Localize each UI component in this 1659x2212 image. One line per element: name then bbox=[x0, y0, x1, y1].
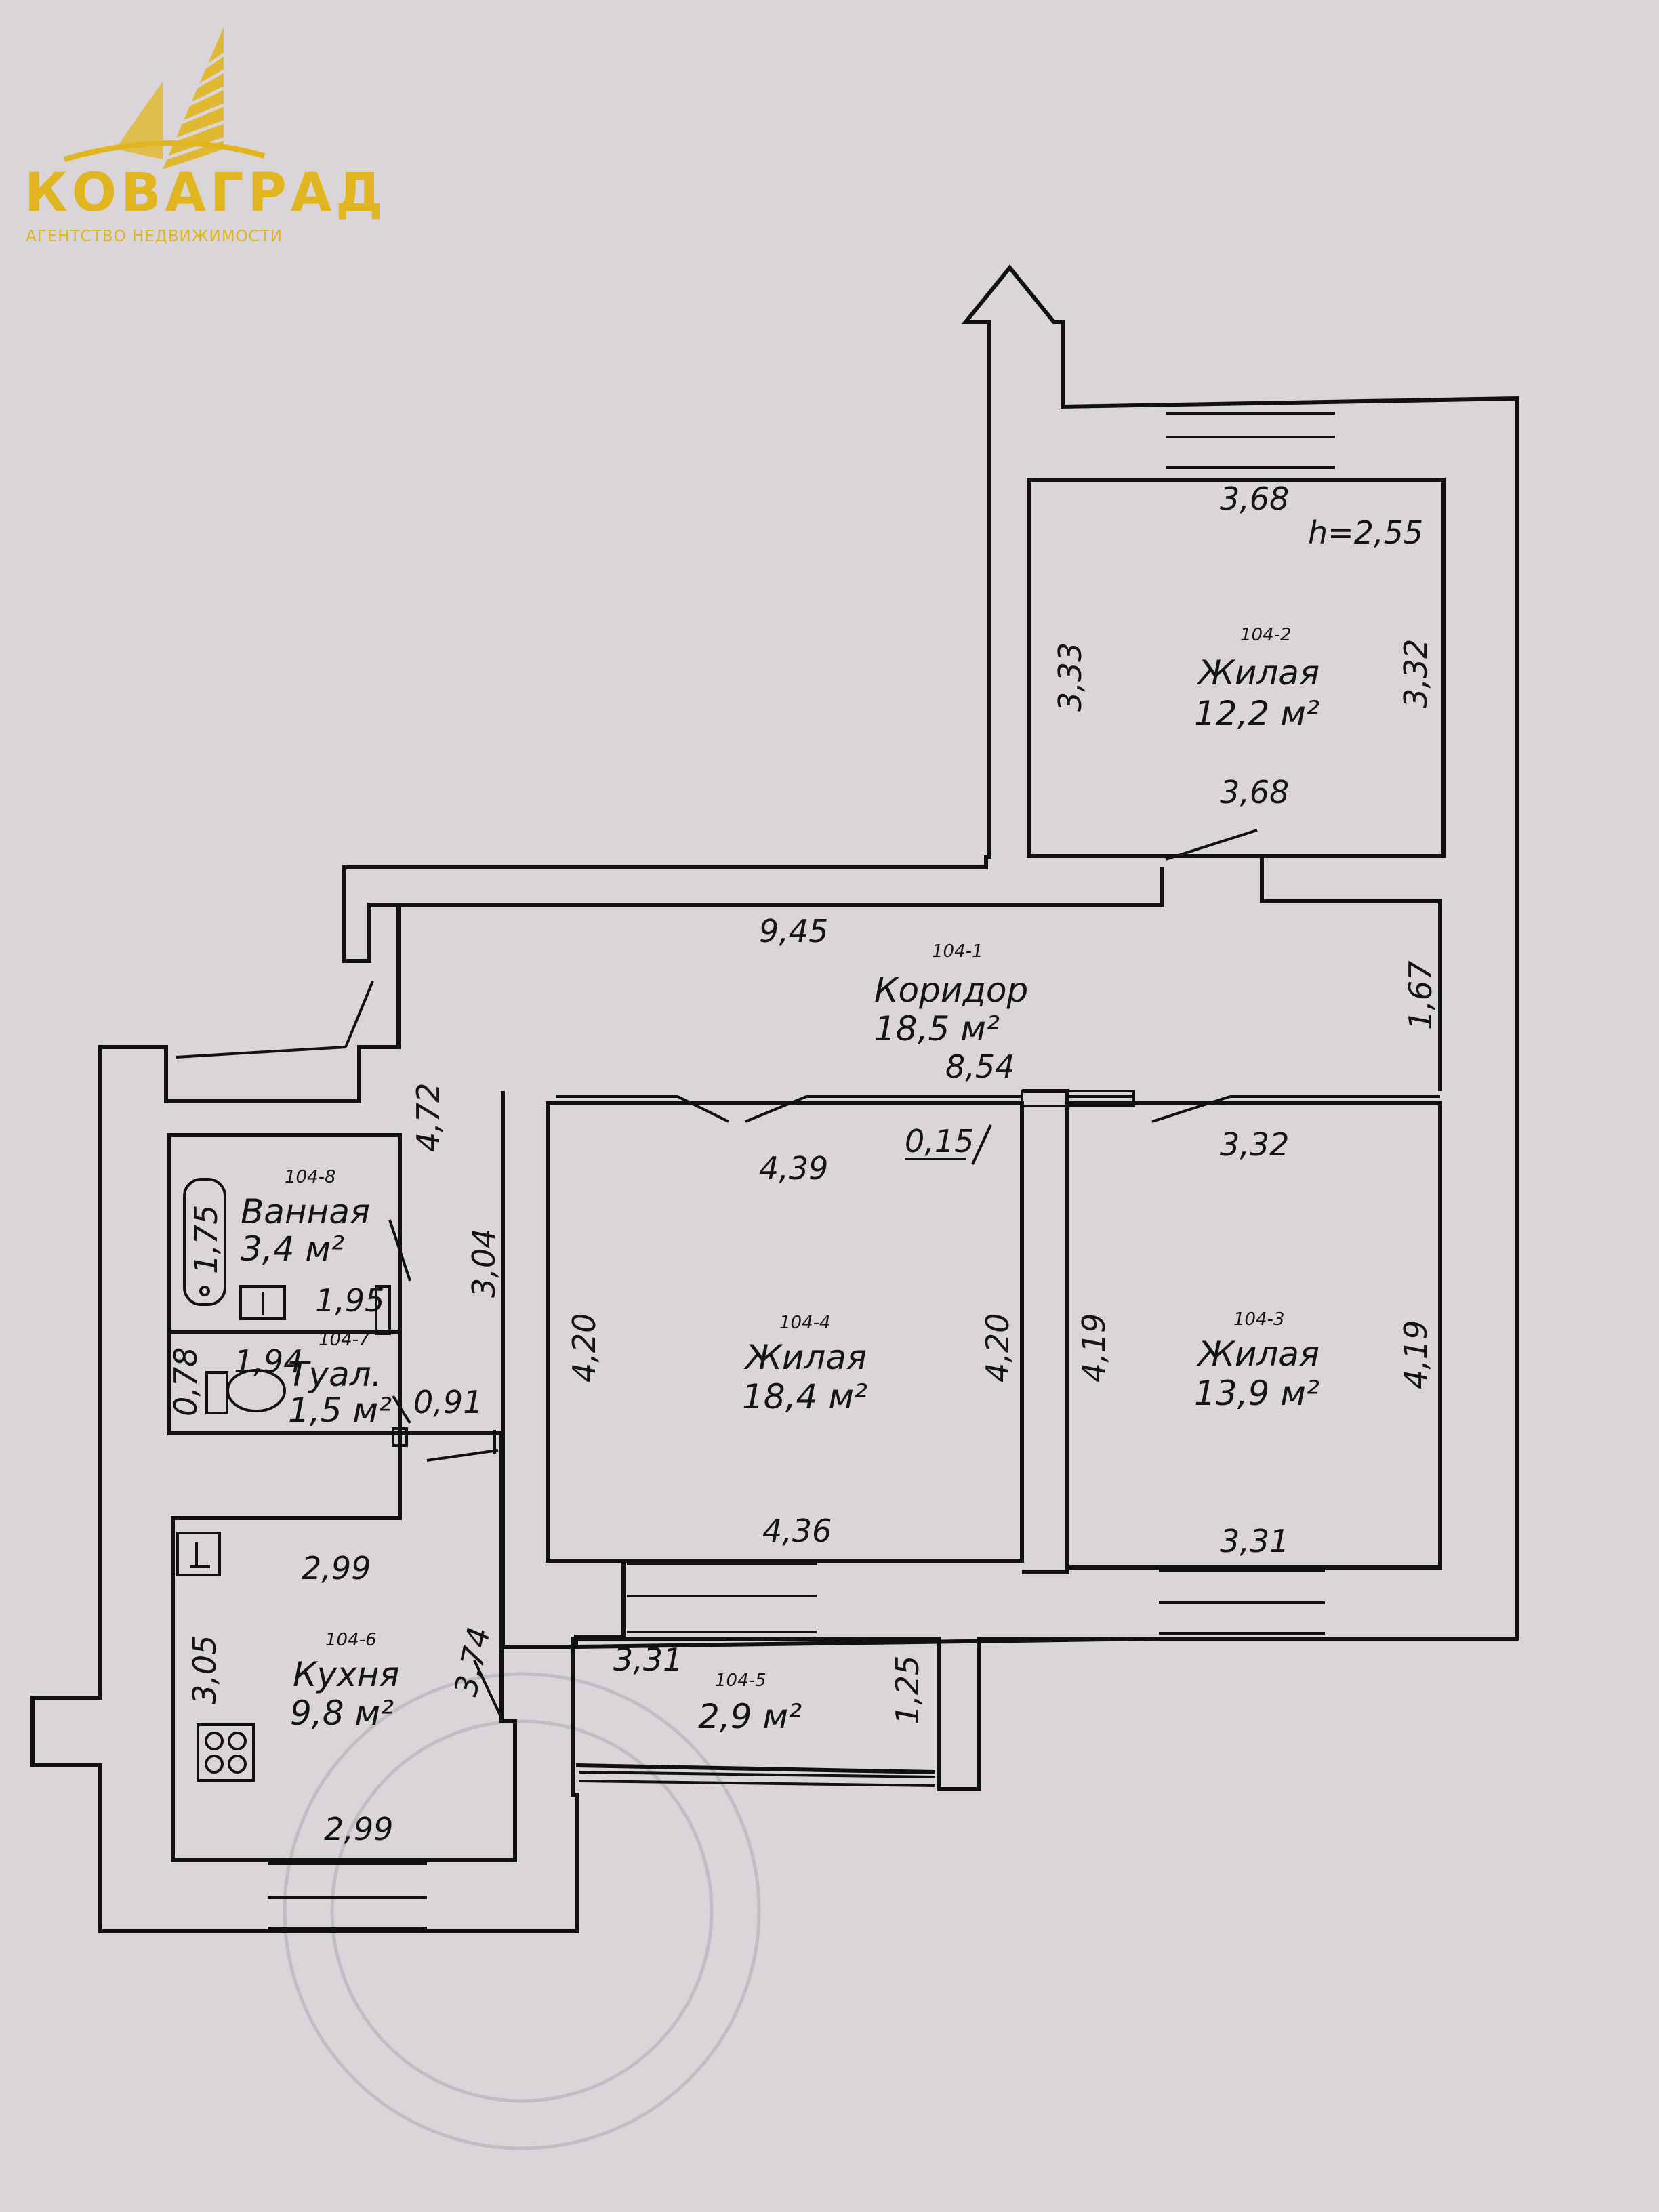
room-104-2-number: 104-2 bbox=[1240, 625, 1292, 645]
dim-label: 0,15 bbox=[905, 1123, 974, 1160]
dim-label: 1,75 bbox=[188, 1205, 224, 1274]
dim-label: 3,32 bbox=[1220, 1126, 1289, 1163]
room-104-1-area: 18,5 м² bbox=[874, 1009, 1000, 1048]
agency-name: КОВАГРАД bbox=[24, 163, 387, 224]
wall-balcony-104-5 bbox=[575, 1637, 1160, 1774]
room-104-5-area: 2,9 м² bbox=[698, 1697, 802, 1736]
dim-label: 3,68 bbox=[1220, 480, 1289, 517]
dim-label: 4,19 bbox=[1397, 1320, 1434, 1389]
dim-label: 2,99 bbox=[302, 1550, 371, 1586]
dim-label: 3,31 bbox=[613, 1641, 682, 1678]
dim-label: 3,32 bbox=[1397, 639, 1434, 708]
dim-label: 3,31 bbox=[1220, 1523, 1289, 1559]
room-104-6-number: 104-6 bbox=[325, 1630, 377, 1650]
room-104-7-area: 1,5 м² bbox=[288, 1391, 392, 1430]
room-labels: 104-2 Жилая 12,2 м² 104-1 Коридор 18,5 м… bbox=[241, 514, 1423, 1736]
doors bbox=[176, 829, 1440, 1719]
stove-icon bbox=[197, 1723, 255, 1782]
dim-label: 4,39 bbox=[759, 1150, 828, 1187]
stamp-mark bbox=[283, 1672, 761, 2150]
dim-label: 1,25 bbox=[889, 1656, 926, 1725]
wall-partition-34 bbox=[1022, 1089, 1069, 1574]
room-104-4-area: 18,4 м² bbox=[742, 1377, 867, 1416]
dimension-labels: 3,68 3,33 3,32 3,68 9,45 1,67 8,54 0,15 … bbox=[167, 480, 1439, 1847]
dim-label: 0,78 bbox=[167, 1347, 204, 1416]
sink-icon bbox=[239, 1285, 286, 1320]
dim-label: 3,04 bbox=[466, 1229, 502, 1298]
fixtures bbox=[176, 1178, 408, 1782]
room-104-3-area: 13,9 м² bbox=[1194, 1374, 1319, 1413]
wall-corridor-top bbox=[369, 867, 1164, 907]
room-104-2-area: 12,2 м² bbox=[1194, 694, 1319, 733]
dim-label: 0,91 bbox=[413, 1384, 483, 1420]
wall-corridor-right bbox=[1260, 856, 1442, 1091]
room-104-4-number: 104-4 bbox=[779, 1313, 831, 1333]
ceiling-height: h=2,55 bbox=[1308, 514, 1423, 551]
dim-label: 4,19 bbox=[1076, 1313, 1112, 1382]
dim-label: 4,20 bbox=[979, 1313, 1016, 1382]
room-104-4-name: Жилая bbox=[743, 1338, 867, 1377]
room-104-6-name: Кухня bbox=[293, 1655, 399, 1694]
room-104-5-number: 104-5 bbox=[715, 1671, 766, 1691]
room-104-7-name: Туал. bbox=[288, 1355, 382, 1394]
wall-kitchen-104-6 bbox=[171, 1431, 517, 1862]
dim-label: 3,68 bbox=[1220, 774, 1289, 811]
wall-left-104-4 bbox=[501, 1091, 626, 1649]
room-104-8-area: 3,4 м² bbox=[241, 1229, 344, 1269]
wall-toilet-104-7 bbox=[167, 1330, 402, 1435]
dim-label: 4,20 bbox=[566, 1313, 602, 1382]
wall-room-104-4 bbox=[546, 1101, 1024, 1563]
room-104-2-name: Жилая bbox=[1196, 653, 1319, 693]
building-logo-icon bbox=[63, 27, 266, 169]
dim-label: 1,67 bbox=[1402, 961, 1439, 1030]
outer-wall-upper bbox=[30, 264, 1519, 1933]
dim-label: 3,33 bbox=[1052, 642, 1088, 712]
dim-label: 8,54 bbox=[945, 1048, 1015, 1085]
dim-label: 9,45 bbox=[759, 913, 828, 949]
room-104-8-number: 104-8 bbox=[285, 1167, 336, 1187]
walls bbox=[30, 264, 1519, 1933]
room-104-7-number: 104-7 bbox=[319, 1330, 370, 1350]
room-104-3-name: Жилая bbox=[1196, 1334, 1319, 1374]
dim-label: 4,72 bbox=[410, 1083, 447, 1152]
bathtub-icon bbox=[183, 1178, 226, 1306]
dim-label: 1,95 bbox=[315, 1282, 384, 1319]
windows bbox=[268, 412, 1335, 1929]
dim-label: 4,36 bbox=[762, 1513, 832, 1549]
dim-label: 3,05 bbox=[186, 1635, 223, 1704]
toilet-icon bbox=[205, 1369, 286, 1414]
room-104-1-name: Коридор bbox=[874, 970, 1028, 1010]
room-104-6-area: 9,8 м² bbox=[290, 1694, 394, 1733]
wall-room-104-2 bbox=[1027, 478, 1446, 858]
dim-label: 3,74 bbox=[447, 1624, 497, 1699]
dim-label: 2,99 bbox=[324, 1811, 393, 1847]
dim-label: 1,94 bbox=[234, 1343, 303, 1380]
room-104-8-name: Ванная bbox=[241, 1192, 370, 1231]
kitchen-sink-icon bbox=[176, 1532, 221, 1576]
agency-subtitle: АГЕНТСТВО НЕДВИЖИМОСТИ bbox=[26, 228, 283, 245]
room-104-3-number: 104-3 bbox=[1233, 1309, 1285, 1330]
room-104-1-number: 104-1 bbox=[932, 941, 983, 962]
